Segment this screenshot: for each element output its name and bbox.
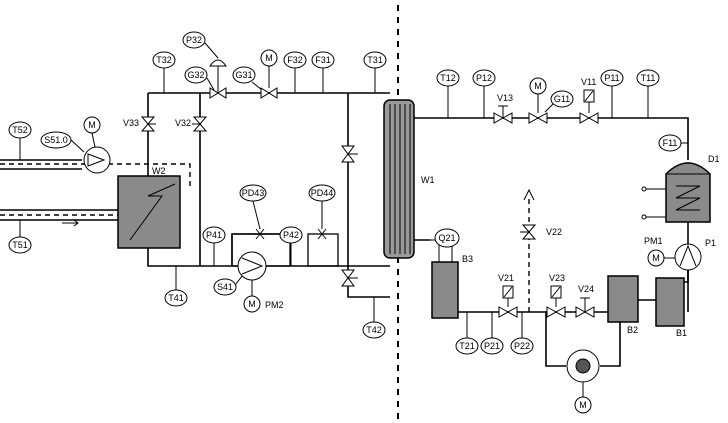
pd43-x-icon (255, 228, 265, 240)
label-t12: T12 (440, 73, 456, 83)
label-g32: G32 (187, 70, 204, 80)
label-t51: T51 (12, 240, 28, 250)
label-t31: T31 (367, 55, 383, 65)
label-f11: F11 (663, 138, 678, 148)
heater-d1-leads (646, 188, 666, 218)
terminal-icon (641, 186, 647, 192)
label-m-pm2: M (248, 299, 256, 309)
label-p41: P41 (206, 230, 222, 240)
valve-g11-icon (528, 112, 548, 124)
label-m-top: M (265, 53, 273, 63)
actuator-icon (209, 59, 227, 67)
label-p1: P1 (705, 238, 716, 248)
valve-v21-icon (498, 306, 518, 318)
label-t41: T41 (168, 293, 184, 303)
label-f31: F31 (315, 55, 331, 65)
pump-p1-icon (674, 243, 702, 271)
tank-b3 (431, 261, 459, 319)
pump-bottom-impeller-icon (575, 358, 591, 374)
pump-p1-arrow-icon (679, 244, 697, 267)
label-t11: T11 (641, 73, 656, 83)
label-t32: T32 (156, 55, 172, 65)
sensor-s41 (213, 278, 237, 296)
label-pm2: PM2 (265, 300, 284, 310)
label-m-pm1: M (652, 253, 660, 263)
fan-blades-icon (87, 153, 106, 167)
label-w2: W2 (152, 166, 166, 176)
valve-v11-icon (579, 112, 599, 124)
label-g11: G11 (554, 94, 570, 104)
label-t42: T42 (366, 325, 382, 335)
label-pm1: PM1 (644, 236, 663, 246)
heat-exchanger-w2-coil (129, 183, 176, 241)
label-p42: P42 (283, 230, 299, 240)
terminal-icon (641, 214, 647, 220)
label-b2: B2 (627, 325, 638, 335)
heater-d1-coil-icon (675, 185, 701, 211)
label-p21: P21 (484, 341, 500, 351)
label-v32: V32 (175, 118, 191, 128)
valve-g32-icon (209, 87, 227, 99)
label-v33: V33 (123, 118, 139, 128)
tank-b1 (655, 277, 685, 327)
label-v13: V13 (497, 93, 513, 103)
bypass-box-pd44 (307, 233, 339, 267)
label-f32: F32 (287, 55, 303, 65)
label-t52: T52 (12, 125, 28, 135)
label-v23: V23 (549, 273, 565, 283)
air-ducts (0, 159, 118, 221)
sensor-p32 (182, 31, 206, 49)
label-p12: P12 (476, 73, 492, 83)
label-s41: S41 (217, 282, 233, 292)
flow-arrow-icon (62, 219, 79, 227)
pump-pm2-arrow-icon (241, 257, 264, 275)
pd44-x-icon (317, 228, 327, 240)
label-m-bottom: M (579, 400, 587, 410)
label-pd44: PD44 (311, 188, 334, 198)
heat-exchanger-w2 (117, 175, 181, 249)
w1-tubes (389, 104, 411, 254)
sensor-g32 (184, 66, 208, 84)
tank-b2 (607, 275, 639, 323)
heat-exchanger-w1 (383, 99, 415, 259)
label-pd43: PD43 (242, 188, 265, 198)
label-p32: P32 (186, 35, 202, 45)
label-g31: G31 (235, 70, 252, 80)
label-v11: V11 (581, 77, 596, 87)
label-t21: T21 (459, 341, 475, 351)
label-q21: Q21 (438, 233, 455, 243)
sensor-g31 (232, 66, 256, 84)
label-s51-0: S51.0 (44, 135, 68, 145)
sensor-g11 (550, 90, 574, 108)
air-flow-lines (0, 163, 191, 216)
vent-arrow-icon (523, 188, 535, 201)
fan-icon (83, 146, 111, 174)
label-p22: P22 (514, 341, 530, 351)
valve-top-icon (260, 87, 278, 99)
label-m-g11: M (534, 81, 542, 91)
label-m-fan: M (88, 120, 96, 130)
label-w1: W1 (421, 175, 435, 185)
label-d1: D1 (708, 154, 720, 164)
sensor-q21 (434, 228, 460, 248)
label-v24: V24 (578, 284, 594, 294)
label-b3: B3 (462, 254, 473, 264)
valve-v23-icon (546, 306, 566, 318)
label-b1: B1 (676, 328, 687, 338)
label-v21: V21 (498, 273, 514, 283)
label-v22: V22 (546, 227, 562, 237)
label-p11: P11 (604, 73, 619, 83)
